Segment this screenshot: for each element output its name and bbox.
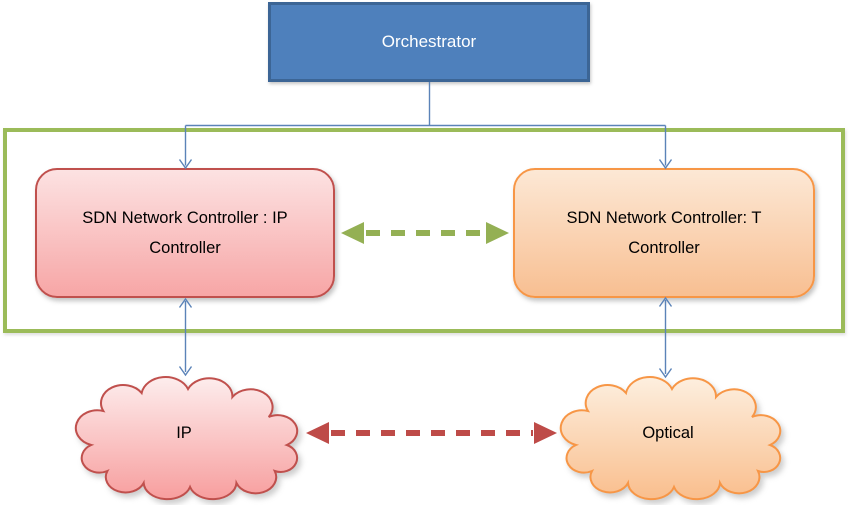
optical-cloud-label: Optical bbox=[642, 423, 694, 442]
arrowhead-left-icon bbox=[306, 422, 329, 444]
orchestrator-label: Orchestrator bbox=[381, 32, 477, 51]
ip-network-cloud: IP bbox=[63, 371, 305, 501]
t-controller-label: SDN Network Controller: T Controller bbox=[566, 209, 762, 257]
ip-controller-label: SDN Network Controller : IP Controller bbox=[82, 209, 288, 257]
ip-cloud-label: IP bbox=[176, 423, 192, 442]
orchestrator-node: Orchestrator bbox=[268, 2, 590, 82]
t-controller-node: SDN Network Controller: T Controller bbox=[513, 168, 815, 298]
ip-controller-node: SDN Network Controller : IP Controller bbox=[35, 168, 335, 298]
cloud-outline bbox=[559, 376, 782, 501]
cloud-shape-ip bbox=[74, 376, 299, 501]
optical-network-cloud: Optical bbox=[548, 371, 788, 501]
network-peering-arrow bbox=[306, 422, 557, 444]
cloud-shape-optical bbox=[559, 376, 782, 501]
cloud-outline bbox=[74, 376, 299, 501]
